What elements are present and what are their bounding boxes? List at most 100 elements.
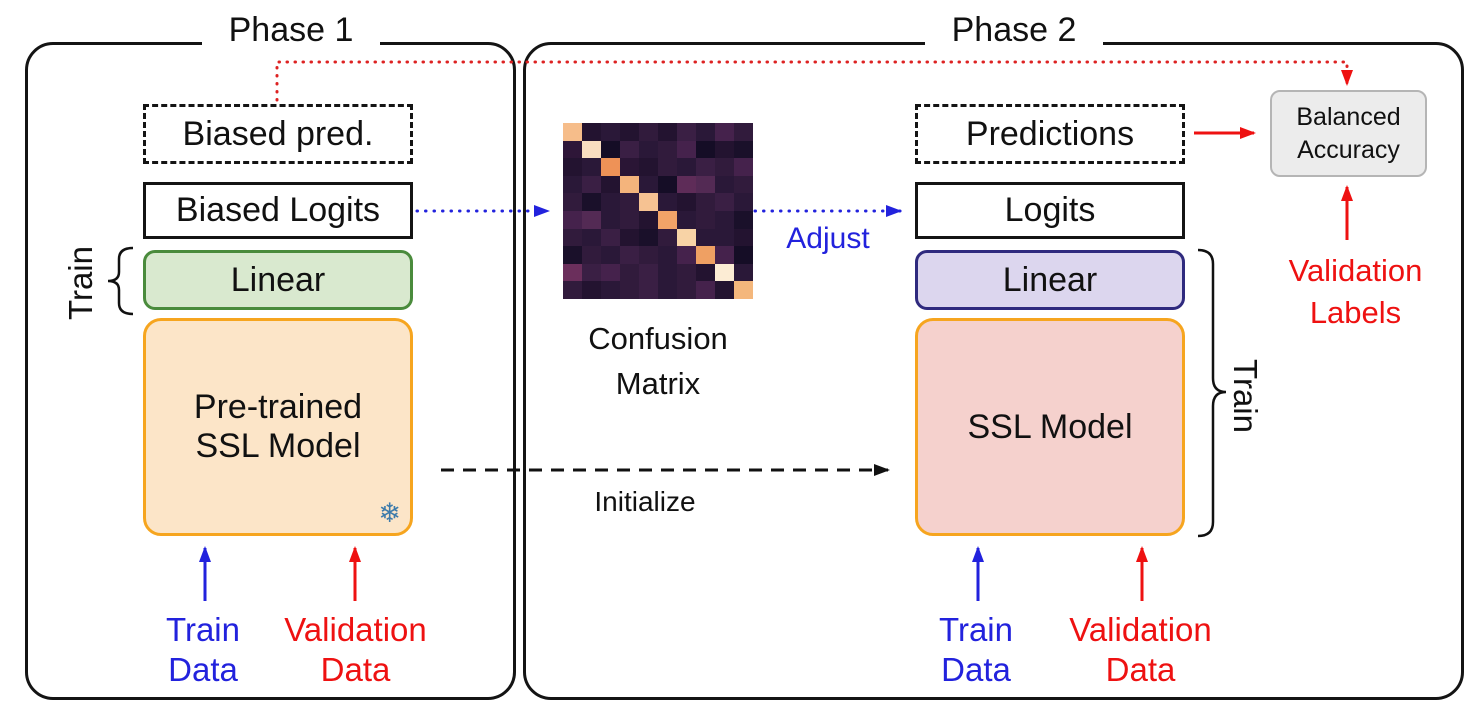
validation-data-label-phase1: Validation Data (284, 611, 427, 688)
matrix-cell (715, 246, 734, 264)
matrix-cell (715, 193, 734, 211)
matrix-cell (563, 158, 582, 176)
matrix-cell (639, 211, 658, 229)
matrix-cell (715, 123, 734, 141)
matrix-cell (639, 193, 658, 211)
ssl-model-box: SSL Model (915, 318, 1185, 536)
matrix-cell (582, 158, 601, 176)
matrix-cell (715, 281, 734, 299)
matrix-cell (582, 281, 601, 299)
matrix-cell (658, 158, 677, 176)
matrix-cell (620, 246, 639, 264)
matrix-cell (601, 263, 620, 282)
train-brace-label-phase1: Train (62, 246, 99, 320)
matrix-cell (677, 246, 696, 264)
biased-pred-box: Biased pred. (143, 104, 413, 164)
linear-box-phase2: Linear (915, 250, 1185, 310)
predictions-box: Predictions (915, 104, 1185, 164)
matrix-cell (639, 281, 658, 299)
linear-box-phase1: Linear (143, 250, 413, 310)
matrix-cell (601, 228, 620, 247)
matrix-cell (620, 228, 639, 247)
matrix-cell (658, 228, 677, 247)
matrix-cell (715, 228, 734, 247)
matrix-cell (696, 123, 715, 141)
train-data-label-phase1: Train Data (166, 611, 240, 688)
matrix-cell (582, 193, 601, 211)
adjust-label: Adjust (786, 222, 870, 255)
matrix-cell (639, 228, 658, 247)
matrix-cell (563, 228, 582, 247)
matrix-cell (677, 263, 696, 282)
confusion-matrix-label: Confusion Matrix (588, 321, 728, 401)
matrix-cell (639, 123, 658, 141)
matrix-cell (734, 281, 753, 299)
matrix-cell (582, 140, 601, 159)
matrix-cell (696, 281, 715, 299)
initialize-label: Initialize (594, 486, 696, 517)
matrix-cell (563, 211, 582, 229)
matrix-cell (734, 175, 753, 194)
matrix-cell (582, 228, 601, 247)
matrix-cell (734, 211, 753, 229)
matrix-cell (601, 211, 620, 229)
matrix-cell (734, 246, 753, 264)
matrix-cell (715, 211, 734, 229)
matrix-cell (639, 246, 658, 264)
matrix-cell (639, 175, 658, 194)
matrix-cell (715, 263, 734, 282)
matrix-cell (734, 193, 753, 211)
matrix-cell (696, 246, 715, 264)
matrix-cell (658, 140, 677, 159)
matrix-cell (563, 281, 582, 299)
matrix-cell (677, 281, 696, 299)
matrix-cell (715, 140, 734, 159)
matrix-cell (696, 175, 715, 194)
matrix-cell (620, 281, 639, 299)
matrix-cell (696, 228, 715, 247)
train-data-label-phase2: Train Data (939, 611, 1013, 688)
matrix-cell (601, 158, 620, 176)
matrix-cell (715, 175, 734, 194)
matrix-cell (677, 140, 696, 159)
matrix-cell (658, 263, 677, 282)
matrix-cell (620, 211, 639, 229)
matrix-cell (639, 263, 658, 282)
matrix-cell (563, 175, 582, 194)
matrix-cell (620, 193, 639, 211)
validation-data-label-phase2: Validation Data (1069, 611, 1212, 688)
matrix-cell (620, 123, 639, 141)
matrix-cell (696, 140, 715, 159)
matrix-cell (696, 211, 715, 229)
matrix-cell (658, 123, 677, 141)
matrix-cell (582, 175, 601, 194)
balanced-accuracy-box: Balanced Accuracy (1270, 90, 1427, 177)
matrix-cell (677, 211, 696, 229)
matrix-cell (734, 140, 753, 159)
matrix-cell (601, 281, 620, 299)
phase1-title: Phase 1 (202, 10, 380, 51)
matrix-cell (563, 123, 582, 141)
matrix-cell (582, 263, 601, 282)
matrix-cell (563, 246, 582, 264)
matrix-cell (582, 123, 601, 141)
matrix-cell (582, 246, 601, 264)
matrix-cell (658, 246, 677, 264)
matrix-cell (563, 193, 582, 211)
matrix-cell (639, 140, 658, 159)
matrix-cell (658, 211, 677, 229)
matrix-cell (658, 175, 677, 194)
matrix-cell (601, 123, 620, 141)
pretrained-ssl-model-box: Pre-trained SSL Model ❄ (143, 318, 413, 536)
train-brace-label-phase2: Train (1227, 359, 1264, 433)
snowflake-icon: ❄ (378, 498, 401, 528)
matrix-cell (601, 193, 620, 211)
matrix-cell (696, 158, 715, 176)
matrix-cell (620, 175, 639, 194)
validation-labels-label: Validation Labels (1288, 253, 1423, 330)
matrix-cell (620, 158, 639, 176)
matrix-cell (658, 193, 677, 211)
pretrained-ssl-model-label: Pre-trained SSL Model (193, 388, 363, 465)
matrix-cell (639, 158, 658, 176)
